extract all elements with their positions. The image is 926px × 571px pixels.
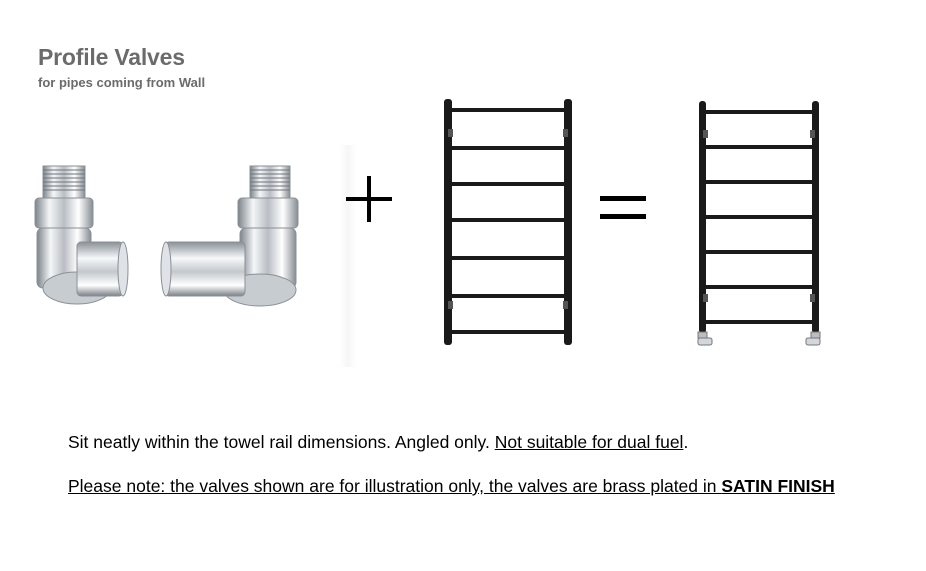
note-line-1-end: . <box>683 432 689 452</box>
valves-image <box>34 165 299 307</box>
valve-small-icon <box>697 331 821 346</box>
satin-finish-label: SATIN FINISH <box>721 476 835 496</box>
towel-rail-with-valves-image <box>697 101 821 346</box>
right-valve-icon <box>160 165 299 307</box>
dual-fuel-warning: Not suitable for dual fuel <box>494 432 684 452</box>
equals-icon <box>600 196 646 219</box>
towel-rail-image <box>444 99 572 345</box>
note-line-1-text: Sit neatly within the towel rail dimensi… <box>68 432 495 452</box>
left-valve-icon <box>34 165 129 305</box>
note-line-2: Please note: the valves shown are for il… <box>68 476 835 497</box>
note-line-1: Sit neatly within the towel rail dimensi… <box>68 432 688 453</box>
page-title: Profile Valves <box>38 44 185 70</box>
page-subtitle: for pipes coming from Wall <box>38 75 206 90</box>
plus-icon <box>346 176 392 222</box>
note-line-2-text: Please note: the valves shown are for il… <box>68 476 722 496</box>
